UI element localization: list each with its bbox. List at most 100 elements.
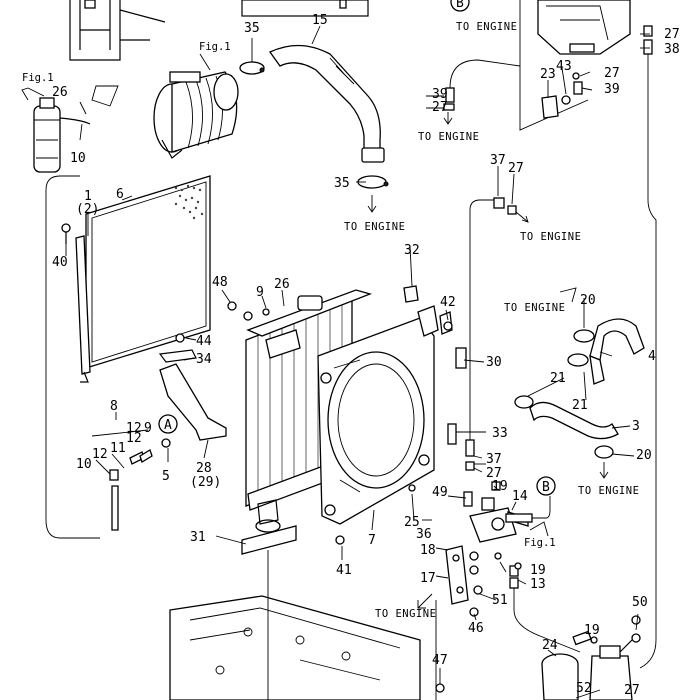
fig1-label-aircleaner: Fig.1: [199, 41, 231, 53]
air-intake-hose: [269, 44, 385, 163]
callout-20a: 20: [580, 293, 596, 308]
leader-lines: [65, 25, 650, 699]
air-cleaner: [153, 71, 239, 159]
valve-assembly: [445, 481, 529, 605]
callout-17: 17: [420, 571, 436, 586]
expansion-tank: [537, 0, 631, 55]
callout-8: 8: [110, 399, 118, 414]
reserve-tank: [33, 85, 119, 173]
callout-4: 4: [648, 349, 656, 364]
fan-shroud: [317, 305, 453, 525]
hose-13: [509, 565, 581, 653]
callout-13: 13: [530, 577, 546, 592]
washer-26: [262, 308, 270, 316]
callout-10a: 10: [70, 151, 86, 166]
callout-36: 36: [416, 527, 432, 542]
bolt-51: [473, 585, 483, 595]
callout-25: 25: [404, 515, 420, 530]
callout-12c: 12: [92, 447, 108, 462]
filter-assembly: [541, 630, 641, 700]
callout-27b: 27: [604, 66, 620, 81]
callout-48: 48: [212, 275, 228, 290]
to-engine-arrow-7: [417, 593, 433, 609]
callout-42: 42: [440, 295, 456, 310]
callout-7: 7: [368, 533, 376, 548]
callout-26b: 26: [274, 277, 290, 292]
callout-26a: 26: [52, 85, 68, 100]
fig1-label-left: Fig.1: [22, 72, 54, 84]
callout-12a: 12: [126, 421, 142, 436]
hose-14: [505, 496, 551, 523]
callout-6: 6: [116, 187, 124, 202]
rubber-mount-30: [455, 347, 467, 369]
callout-50: 50: [632, 595, 648, 610]
callout-14: 14: [512, 489, 528, 504]
callout-5: 5: [162, 469, 170, 484]
callout-34: 34: [196, 352, 212, 367]
fig1-leader-left: [21, 87, 45, 101]
hose-39-left: [443, 59, 521, 125]
callout-47: 47: [432, 653, 448, 668]
bolt-40: [61, 223, 71, 244]
to-engine-note-2: TO ENGINE: [418, 131, 479, 143]
callout-19b: 19: [530, 563, 546, 578]
callout-27d: 27: [664, 27, 680, 42]
base-frame: [169, 550, 421, 700]
bolt-42: [443, 321, 453, 331]
callout-30: 30: [486, 355, 502, 370]
callout-51: 51: [492, 593, 508, 608]
callout-24: 24: [542, 638, 558, 653]
callout-43: 43: [556, 59, 572, 74]
hose-37-top: [469, 197, 529, 440]
callout-9a: 9: [256, 285, 264, 300]
callout-27f: 27: [624, 683, 640, 698]
tank-frame-line: [519, 0, 589, 131]
callout-21b: 21: [572, 398, 588, 413]
marker-b-label-mid: B: [542, 480, 550, 495]
callout-10b: 10: [76, 457, 92, 472]
marker-a-label: A: [164, 418, 172, 433]
bolt-19b: [494, 552, 502, 560]
overflow-hose-38: [639, 25, 657, 669]
fig1-leader-aircleaner: [199, 53, 211, 71]
callout-44: 44: [196, 334, 212, 349]
bolt-19c: [514, 562, 522, 570]
callout-40: 40: [52, 255, 68, 270]
callout-39a: 39: [432, 87, 448, 102]
callout-49: 49: [432, 485, 448, 500]
bolt-46: [469, 607, 479, 617]
bracket-32: [403, 285, 419, 303]
callout-38: 38: [664, 42, 680, 57]
callout-31: 31: [190, 530, 206, 545]
callout-19c: 19: [584, 623, 600, 638]
upper-radiator-hose: [567, 318, 645, 385]
to-engine-note-1: TO ENGINE: [344, 221, 405, 233]
callout-20b: 20: [636, 448, 652, 463]
hose-clamp-35-top: [239, 61, 265, 75]
callout-33: 33: [492, 426, 508, 441]
marker-b-label-top: B: [456, 0, 464, 11]
bolt-41: [335, 535, 345, 545]
lower-radiator-hose: [514, 395, 619, 479]
to-engine-note-7: TO ENGINE: [375, 608, 436, 620]
bolt-44: [175, 333, 185, 343]
callout-23: 23: [540, 67, 556, 82]
bolt-48: [227, 301, 237, 311]
fig1-label-valve: Fig.1: [524, 537, 556, 549]
callout-3: 3: [632, 419, 640, 434]
fig1-leader-valve: [529, 521, 549, 537]
left-small-parts: [45, 175, 171, 539]
callout-35a: 35: [244, 21, 260, 36]
tank-bracket-23: [541, 72, 583, 119]
callout-1: 1: [84, 189, 92, 204]
callout-39b: 39: [604, 82, 620, 97]
callout-19a: 19: [492, 479, 508, 494]
bolt-50: [631, 615, 641, 625]
marker-b-circle-mid: [536, 476, 556, 496]
callout-37a: 37: [490, 153, 506, 168]
marker-b-circle-top: [450, 0, 470, 12]
callout-32: 32: [404, 243, 420, 258]
callout-46: 46: [468, 621, 484, 636]
callout-11: 11: [110, 441, 126, 456]
